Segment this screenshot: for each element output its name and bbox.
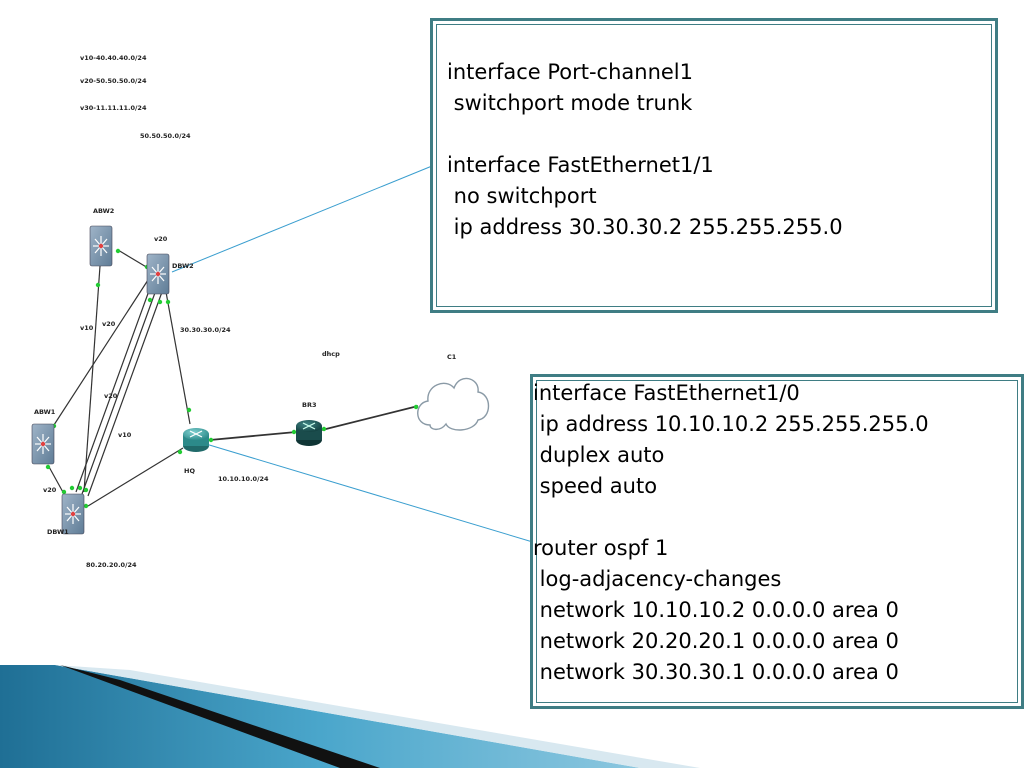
link-label: v10 (118, 431, 132, 439)
port-dot (165, 299, 171, 305)
link-abw2-dbw1 (83, 265, 101, 493)
link-br3-cloud (321, 405, 419, 431)
dhcp-label: dhcp (322, 350, 340, 358)
port-dot (95, 282, 101, 288)
port-dot (61, 489, 67, 495)
link-label: v20 (43, 486, 57, 494)
config-line: network 20.20.20.1 0.0.0.0 area 0 (533, 629, 899, 653)
subnet-label: 80.20.20.0/24 (86, 561, 137, 569)
label-abw2: ABW2 (93, 207, 114, 215)
port-dot (147, 297, 153, 303)
port-dot (321, 426, 327, 432)
link-label: v10 (80, 324, 94, 332)
decorative-footer-swoosh (0, 665, 700, 768)
link-abw2-dbw2 (117, 249, 149, 269)
port-dot (413, 404, 419, 410)
links (47, 249, 419, 507)
link-dbw1-hq (87, 447, 184, 507)
label-cloud: C1 (447, 353, 457, 361)
link-label: v20 (104, 392, 118, 400)
port-dot (77, 485, 83, 491)
vlan-list-line-1: v10-40.40.40.0/24 (80, 54, 147, 62)
config-line: no switchport (447, 184, 597, 208)
config-line: switchport mode trunk (447, 91, 693, 115)
port-dot (186, 407, 192, 413)
port-dot (291, 429, 297, 435)
switch-dbw2-icon[interactable] (146, 253, 170, 295)
callout-leader-hq (205, 443, 537, 544)
link-dbw2-dbw1-c (87, 291, 163, 497)
label-dbw1: DBW1 (47, 528, 69, 536)
router-hq-icon[interactable] (183, 428, 209, 452)
config-line: interface FastEthernet1/0 (533, 381, 800, 405)
port-dot (69, 485, 75, 491)
port-dot (115, 248, 121, 254)
config-line: interface Port-channel1 (447, 60, 694, 84)
port-indicators (45, 248, 419, 509)
link-abw1-dbw1 (47, 464, 65, 495)
port-dot (83, 487, 89, 493)
label-br3: BR3 (302, 401, 316, 409)
hq-config-callout: interface FastEthernet1/0 ip address 10.… (530, 374, 1024, 709)
config-line: router ospf 1 (533, 536, 669, 560)
label-abw1: ABW1 (34, 408, 56, 416)
subnet-label: 10.10.10.0/24 (218, 475, 269, 483)
link-dbw2-abw1 (51, 279, 149, 429)
label-dbw2: DBW2 (172, 262, 194, 270)
link-label: v20 (154, 235, 168, 243)
config-line: network 30.30.30.1 0.0.0.0 area 0 (533, 660, 899, 684)
cloud-icon[interactable] (417, 377, 490, 431)
link-dbw2-hq (165, 291, 191, 425)
config-line: speed auto (533, 474, 658, 498)
port-dot (83, 503, 89, 509)
config-line: ip address 10.10.10.2 255.255.255.0 (533, 412, 929, 436)
link-dbw2-dbw1-b (81, 289, 157, 495)
subnet-label-top: 50.50.50.0/24 (140, 132, 191, 140)
link-dbw2-dbw1-a (75, 287, 151, 493)
vlan-list-line-2: v20-50.50.50.0/24 (80, 77, 147, 85)
port-dot (157, 299, 163, 305)
config-line: log-adjacency-changes (533, 567, 782, 591)
link-label: v20 (102, 320, 116, 328)
port-dot (177, 449, 183, 455)
config-line: interface FastEthernet1/1 (447, 153, 714, 177)
dbw2-config-callout: interface Port-channel1 switchport mode … (430, 18, 998, 313)
vlan-list-line-3: v30-11.11.11.0/24 (80, 104, 147, 112)
config-line: duplex auto (533, 443, 665, 467)
router-br3-icon[interactable] (296, 420, 322, 446)
switch-abw1-icon[interactable] (31, 423, 55, 465)
switch-abw2-icon[interactable] (89, 225, 113, 267)
port-dot (208, 437, 214, 443)
label-hq: HQ (184, 467, 195, 475)
subnet-label: 30.30.30.0/24 (180, 326, 231, 334)
config-line: ip address 30.30.30.2 255.255.255.0 (447, 215, 843, 239)
hq-config-text: interface FastEthernet1/0 ip address 10.… (533, 378, 929, 688)
switch-dbw1-icon[interactable] (61, 493, 85, 535)
config-line: network 10.10.10.2 0.0.0.0 area 0 (533, 598, 899, 622)
callout-leader-dbw2 (171, 165, 433, 273)
link-hq-br3 (209, 431, 297, 441)
port-dot (45, 464, 51, 470)
dbw2-config-text: interface Port-channel1 switchport mode … (447, 57, 843, 243)
